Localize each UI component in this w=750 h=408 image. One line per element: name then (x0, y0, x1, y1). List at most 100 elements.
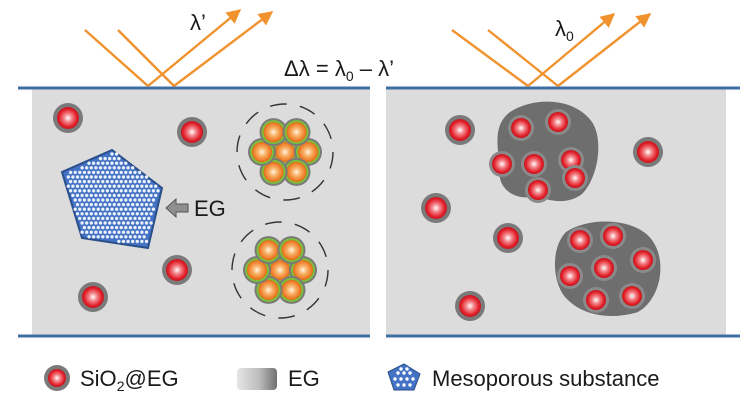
legend-eg-label: EG (288, 366, 320, 391)
pore (119, 216, 123, 221)
right-beam-label: λ0 (555, 16, 574, 44)
pore (108, 212, 112, 216)
dispersion-dash (329, 151, 334, 169)
legend-meso-pores (393, 367, 415, 387)
pore (87, 207, 91, 211)
pore (114, 216, 119, 221)
pore (114, 235, 119, 239)
pore (144, 212, 149, 216)
pore (117, 202, 121, 207)
pore (96, 198, 100, 202)
pore (80, 212, 84, 216)
sio2-eg-sphere-aggregated (562, 165, 588, 191)
sio2-eg-sphere-aggregated (600, 223, 626, 249)
right-beam-label-lambda: λ (555, 16, 566, 41)
sio2-eg-sphere (162, 255, 192, 285)
pore (126, 184, 130, 188)
pore (126, 166, 130, 170)
eg-arrow-shape (165, 197, 189, 219)
pore (133, 198, 137, 202)
pore (147, 179, 151, 184)
pore (128, 225, 133, 230)
pore (78, 189, 82, 193)
pore (133, 207, 137, 211)
pore (142, 189, 146, 193)
pore (80, 202, 84, 207)
mesoporous-substance (60, 148, 164, 250)
dispersion-dash (324, 269, 329, 287)
pore (87, 179, 91, 184)
pore (101, 207, 105, 211)
pore (103, 221, 107, 225)
pore (94, 221, 98, 225)
dispersion-dash (249, 307, 266, 317)
right-reflected-beams (527, 13, 652, 87)
pore (112, 156, 117, 161)
pore (94, 212, 98, 216)
sio2-eg-sphere (455, 291, 485, 321)
dispersion-dash (294, 223, 311, 233)
pore (156, 189, 160, 193)
pore (135, 230, 139, 234)
legend-sio2-sub: 2 (117, 378, 125, 394)
pore (131, 184, 135, 188)
shift-formula: Δλ = λ0 – λ’ (284, 56, 394, 86)
pore (103, 166, 107, 170)
pore (124, 225, 128, 230)
pore (117, 184, 121, 188)
pore (119, 179, 123, 184)
pore (112, 202, 117, 207)
pore (101, 170, 105, 175)
pore (96, 170, 100, 175)
pore (103, 202, 107, 207)
pore (85, 230, 89, 234)
pore (91, 170, 96, 175)
left-cluster-bottom (231, 221, 329, 319)
pore (78, 207, 82, 211)
sio2-eg-sphere-aggregated (557, 263, 583, 289)
sio2-eg-sphere (78, 282, 108, 312)
pore (96, 161, 100, 165)
pore (124, 179, 128, 184)
pore (142, 235, 146, 239)
pore (114, 152, 119, 156)
pore (114, 189, 119, 193)
dispersion-dash (318, 241, 327, 258)
pore (108, 193, 112, 198)
pore (78, 216, 82, 221)
sio2-eg-sphere-aggregated (508, 115, 534, 141)
dispersion-dash (323, 123, 332, 140)
pore (101, 189, 105, 193)
pore (89, 175, 94, 179)
mesoporous-pores (66, 152, 160, 244)
pore (82, 170, 87, 175)
pore (68, 170, 73, 175)
pore (137, 198, 142, 202)
pore (131, 230, 135, 234)
pore (126, 221, 130, 225)
pore (85, 212, 89, 216)
pore (89, 193, 94, 198)
formula-lambda0-sub: 0 (346, 68, 354, 84)
formula-delta: Δλ (284, 56, 310, 81)
pore (137, 189, 142, 193)
pore (114, 198, 119, 202)
legend-pore (405, 367, 409, 371)
pore (96, 207, 100, 211)
pore (147, 189, 151, 193)
pore (71, 184, 75, 188)
sio2-eg-sphere-aggregated (545, 109, 571, 135)
pore (101, 225, 105, 230)
pore (137, 235, 142, 239)
pore (103, 156, 107, 161)
eg-coated-particle (282, 118, 311, 147)
pore (154, 193, 158, 198)
pore (140, 221, 144, 225)
pore (124, 207, 128, 211)
pore (87, 198, 91, 202)
sio2-eg-sphere (445, 115, 475, 145)
dispersion-dash (299, 105, 316, 115)
pore (105, 207, 110, 211)
pore (128, 189, 133, 193)
pore (114, 207, 119, 211)
